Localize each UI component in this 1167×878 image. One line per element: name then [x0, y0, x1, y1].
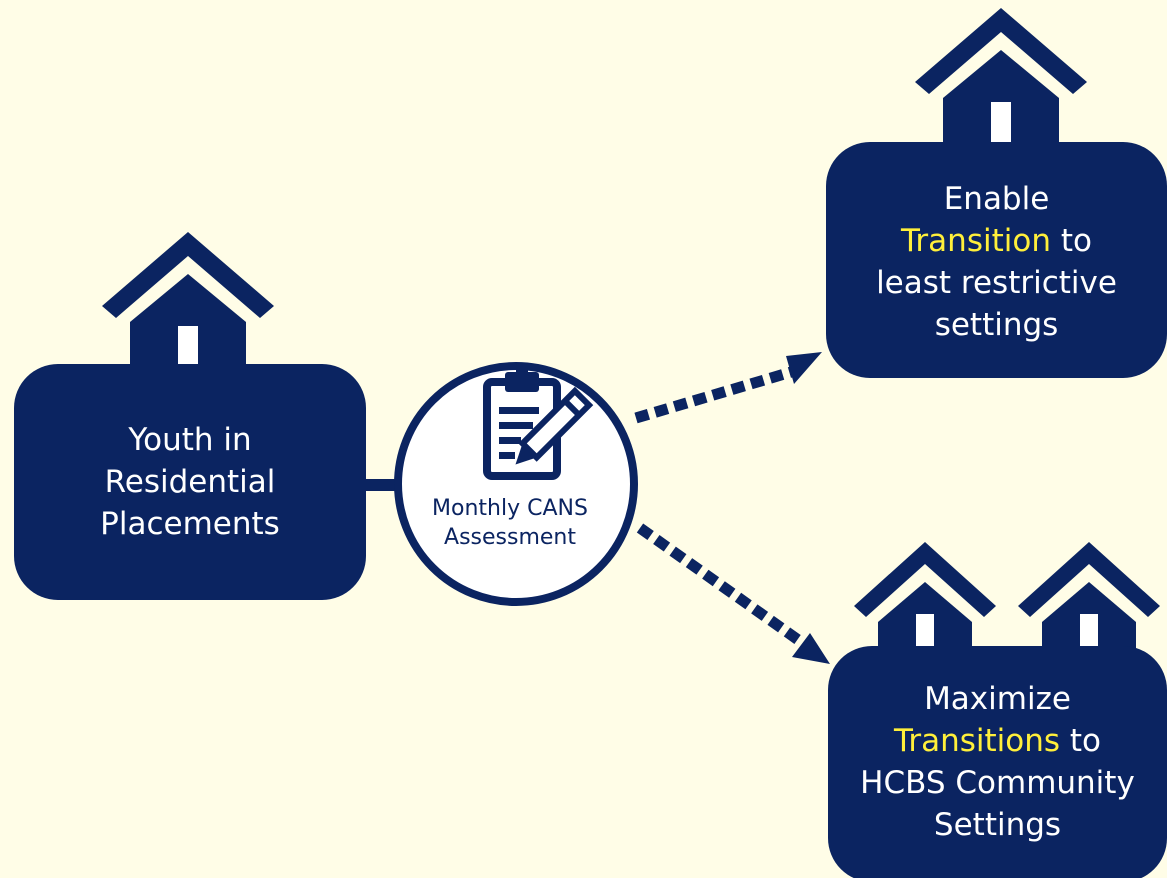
house-icon: [915, 8, 1087, 150]
maximize-box: [828, 646, 1167, 878]
maximize-label-line1: Maximize: [924, 681, 1071, 717]
enable-highlight: Transition: [901, 223, 1051, 259]
maximize-box-label: Maximize Transitions to HCBS Community S…: [828, 646, 1167, 878]
maximize-label-line2-rest: to: [1060, 723, 1102, 759]
assessment-label: Monthly CANS Assessment: [420, 494, 600, 552]
youth-box: [14, 364, 366, 600]
arrow-to-maximize: [636, 523, 830, 664]
youth-label-line2: Residential: [104, 464, 276, 500]
assessment-circle: [394, 362, 638, 606]
enable-label-line1: Enable: [943, 181, 1050, 217]
enable-label-line2-rest: to: [1050, 223, 1092, 259]
maximize-label-line2: Transitions to: [894, 720, 1101, 762]
maximize-label-line4: Settings: [933, 807, 1062, 843]
assessment-label-line2: Assessment: [444, 525, 576, 550]
youth-label-line3: Placements: [100, 506, 280, 542]
maximize-label-line3: HCBS Community: [860, 765, 1135, 801]
youth-box-label: Youth in Residential Placements: [14, 364, 366, 600]
assessment-label-line1: Monthly CANS: [432, 496, 588, 521]
house-icon: [102, 232, 274, 372]
youth-label-line1: Youth in: [128, 422, 252, 458]
enable-box-label: Enable Transition to least restrictive s…: [826, 146, 1167, 378]
clipboard-pencil-icon: [483, 367, 594, 480]
maximize-highlight: Transitions: [893, 723, 1061, 759]
two-houses-icon: [854, 542, 1160, 650]
arrow-to-enable: [634, 352, 822, 424]
enable-label-line4: settings: [934, 307, 1059, 343]
connector-line: [360, 479, 400, 491]
enable-label-line3: least restrictive: [876, 265, 1117, 301]
enable-label-line2: Transition to: [901, 220, 1092, 262]
enable-box: [826, 142, 1167, 378]
